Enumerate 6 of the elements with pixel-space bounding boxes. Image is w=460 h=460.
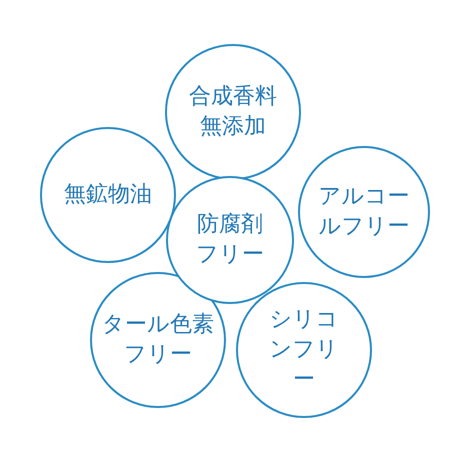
feature-label: アルコールフリー	[318, 183, 410, 241]
feature-label: タール色素フリー	[102, 311, 214, 369]
feature-label: 無鉱物油	[63, 181, 153, 209]
feature-label: 防腐剤フリー	[196, 211, 264, 269]
feature-label: 合成香料無添加	[188, 83, 278, 141]
feature-label: シリコンフリー	[268, 306, 340, 394]
